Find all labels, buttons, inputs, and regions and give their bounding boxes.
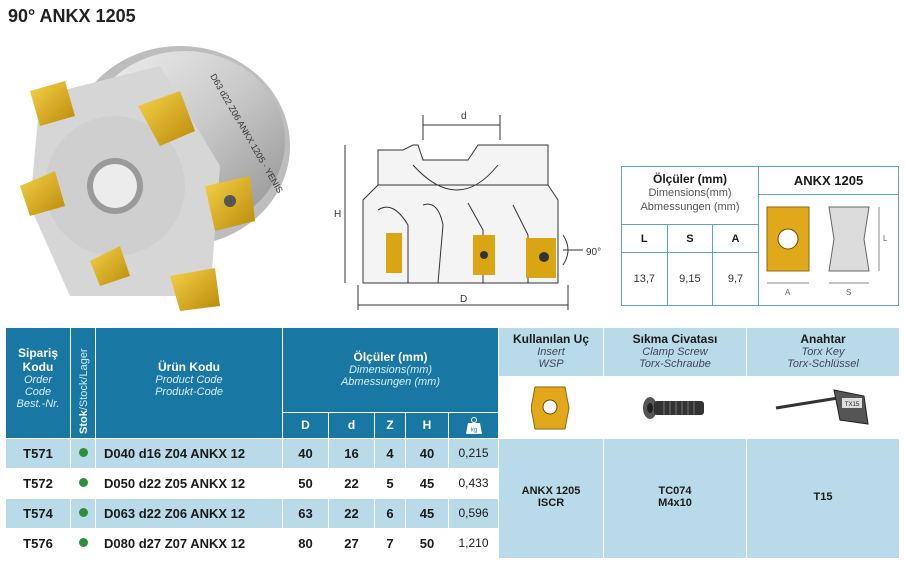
table-cell-kg: 0,596 [449, 499, 498, 528]
svg-text:D: D [460, 294, 467, 305]
insert-image-cell [499, 377, 603, 438]
table-cell-order: T576 [6, 529, 70, 558]
screw-spec-cell: TC074 M4x10 [604, 439, 746, 558]
key-spec-cell: T15 [747, 439, 899, 558]
page-title: 90° ANKX 1205 [8, 6, 136, 26]
svg-text:H: H [334, 209, 341, 220]
svg-text:TX15: TX15 [845, 402, 860, 408]
table-cell-order: T574 [6, 499, 70, 528]
table-cell-Z: 7 [375, 529, 405, 558]
weight-icon: kg [465, 417, 482, 434]
svg-text:A: A [785, 288, 791, 297]
dimensions-header: Ölçüler (mm) Dimensions(mm) Abmessungen … [283, 328, 498, 412]
col-H: H [406, 413, 448, 438]
table-cell-H: 45 [406, 499, 448, 528]
table-cell-Z: 5 [375, 469, 405, 498]
table-cell-kg: 0,215 [449, 439, 498, 468]
table-cell-H: 50 [406, 529, 448, 558]
screw-header: Sıkma Civatası Clamp Screw Torx-Schraube [604, 328, 746, 376]
dims-header: Ölçüler (mm) Dimensions(mm) Abmessungen … [622, 167, 759, 225]
table-cell-d: 27 [329, 529, 374, 558]
col-weight: kg [449, 413, 498, 438]
dim-col-A: A 9,7 [713, 225, 759, 305]
table-cell-kg: 0,433 [449, 469, 498, 498]
clamp-screw-icon [643, 397, 704, 419]
table-cell-product: D080 d27 Z07 ANKX 12 [96, 529, 282, 558]
insert-title: ANKX 1205 [759, 167, 898, 195]
svg-text:90°: 90° [586, 247, 601, 258]
torx-key-icon: TX15 [775, 389, 869, 425]
technical-drawing: d H D 90° [334, 111, 601, 310]
order-code-header: Sipariş Kodu Order Code Best.-Nr. [6, 328, 70, 438]
key-image-cell: TX15 [747, 377, 899, 438]
table-cell-product: D050 d22 Z05 ANKX 12 [96, 469, 282, 498]
table-cell-product: D063 d22 Z06 ANKX 12 [96, 499, 282, 528]
insert-spec-cell: ANKX 1205 ISCR [499, 439, 603, 558]
stock-indicator [71, 439, 95, 468]
in-stock-dot-icon [78, 448, 88, 457]
table-cell-D: 40 [283, 439, 328, 468]
table-cell-kg: 1,210 [449, 529, 498, 558]
in-stock-dot-icon [78, 478, 88, 487]
screw-image-cell [604, 377, 746, 438]
insert-header: Kullanılan Uç Insert WSP [499, 328, 603, 376]
table-cell-order: T571 [6, 439, 70, 468]
milling-cutter-image: D63 d22 Z06 ANKX 1205 · YENIS [20, 46, 290, 311]
dim-col-S: S 9,15 [667, 225, 714, 305]
table-cell-Z: 4 [375, 439, 405, 468]
svg-text:kg: kg [470, 428, 476, 434]
table-cell-Z: 6 [375, 499, 405, 528]
svg-text:d: d [461, 111, 467, 122]
stock-indicator [71, 469, 95, 498]
svg-text:S: S [846, 288, 851, 297]
table-cell-D: 50 [283, 469, 328, 498]
insert-drawing: A S L [766, 206, 888, 297]
table-cell-d: 22 [329, 499, 374, 528]
table-cell-d: 16 [329, 439, 374, 468]
stock-header: Stok/Stock/Lager [71, 328, 95, 438]
table-cell-d: 22 [329, 469, 374, 498]
table-cell-D: 80 [283, 529, 328, 558]
col-D: D [283, 413, 328, 438]
col-Z: Z [375, 413, 405, 438]
stock-indicator [71, 499, 95, 528]
key-header: Anahtar Torx Key Torx-Schlüssel [747, 328, 899, 376]
dim-col-L: L 13,7 [622, 225, 668, 305]
table-cell-product: D040 d16 Z04 ANKX 12 [96, 439, 282, 468]
col-d: d [329, 413, 374, 438]
in-stock-dot-icon [78, 538, 88, 547]
product-table: Sipariş Kodu Order Code Best.-Nr. Stok/S… [6, 328, 899, 558]
table-cell-H: 45 [406, 469, 448, 498]
table-cell-D: 63 [283, 499, 328, 528]
in-stock-dot-icon [78, 508, 88, 517]
insert-dimensions-box: Ölçüler (mm) Dimensions(mm) Abmessungen … [621, 166, 899, 306]
insert-icon [530, 386, 570, 430]
svg-text:L: L [883, 234, 888, 243]
table-cell-H: 40 [406, 439, 448, 468]
table-cell-order: T572 [6, 469, 70, 498]
product-code-header: Ürün Kodu Product Code Produkt-Code [96, 328, 282, 438]
stock-indicator [71, 529, 95, 558]
